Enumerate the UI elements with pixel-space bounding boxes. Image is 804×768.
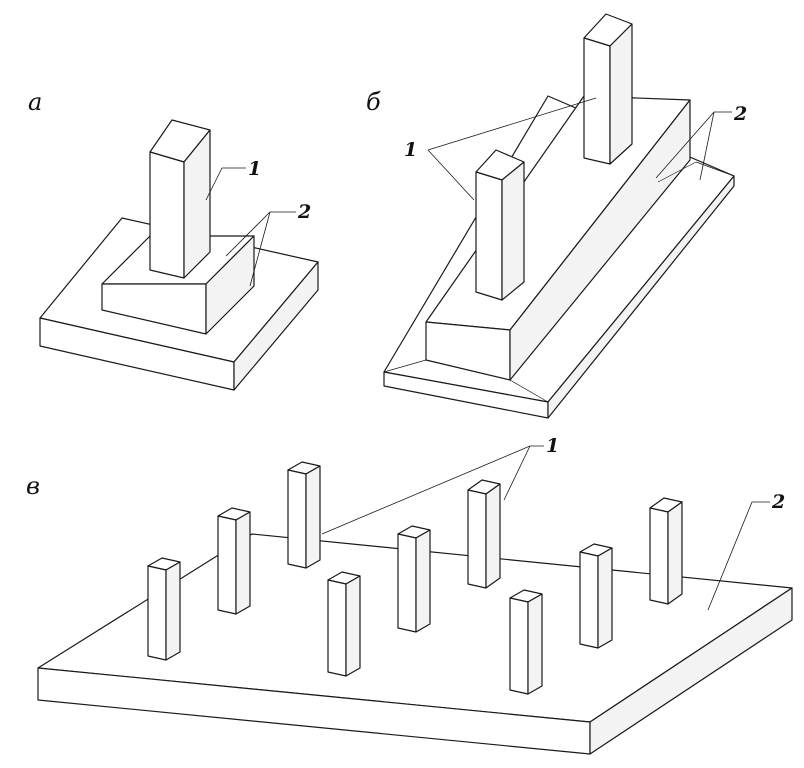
panel-c-column — [509, 589, 543, 695]
panel-b-column-back — [583, 13, 633, 165]
panel-a-callout-1: 1 — [248, 158, 261, 180]
panel-b: б 1 — [366, 13, 747, 419]
panel-c-callout-2: 2 — [771, 491, 785, 513]
panel-a-callout-2: 2 — [297, 201, 311, 223]
panel-c-callout-1: 1 — [546, 435, 559, 457]
panel-c-leader-1b — [503, 445, 531, 501]
panel-c-column — [327, 571, 361, 677]
panel-b-label: б — [366, 88, 381, 116]
panel-a-leader-1 — [205, 167, 246, 201]
panel-c-column — [467, 479, 501, 589]
panel-c: в — [26, 435, 793, 755]
panel-c-column — [579, 543, 613, 649]
panel-c-column — [287, 461, 321, 569]
panel-c-column — [397, 525, 431, 633]
panel-a-leader-2b — [249, 211, 271, 287]
panel-c-leader-1a — [321, 445, 544, 535]
panel-c-leader-2 — [707, 501, 770, 611]
panel-b-leader-1a — [427, 97, 597, 151]
panel-b-leader-1b — [427, 149, 475, 201]
panel-c-column — [649, 497, 683, 605]
panel-c-column — [147, 557, 181, 661]
panel-b-callout-2: 2 — [733, 103, 747, 125]
panel-c-label: в — [26, 472, 40, 500]
panel-b-callout-1: 1 — [404, 139, 417, 161]
panel-b-leader-2b — [699, 111, 715, 181]
panel-a-column — [149, 119, 211, 279]
panel-a: а 1 2 — [28, 88, 319, 391]
panel-b-column-front — [475, 149, 525, 301]
panel-a-label: а — [28, 88, 42, 116]
panel-c-column — [217, 507, 251, 615]
